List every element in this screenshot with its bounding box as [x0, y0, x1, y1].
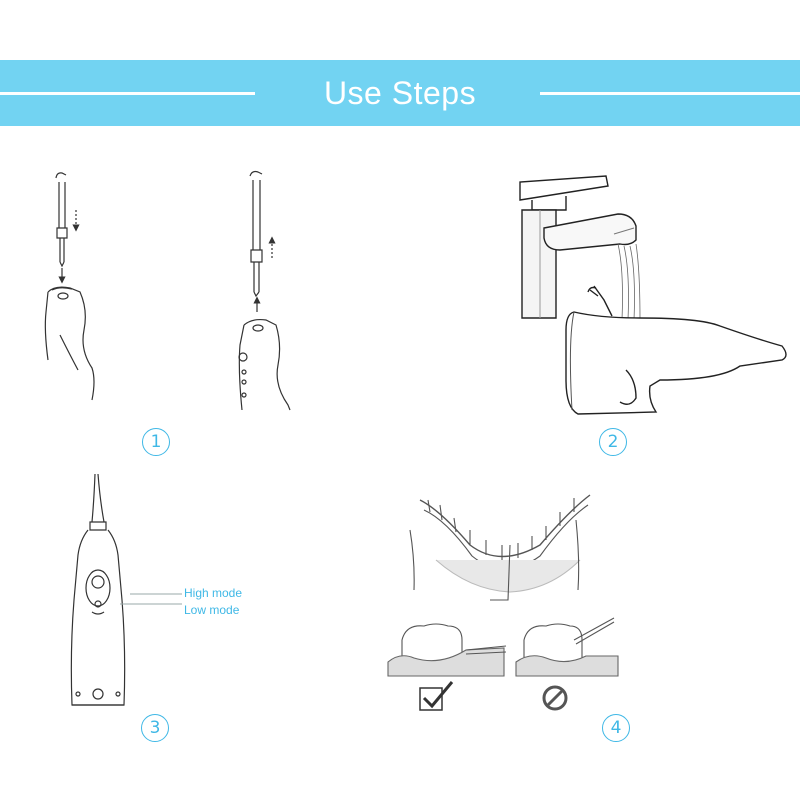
step-number-4: 4: [602, 714, 630, 742]
high-mode-label: High mode: [184, 586, 243, 600]
faucet: [519, 175, 637, 319]
prohibited-icon: [542, 685, 568, 711]
tooth-correct: [387, 623, 507, 677]
step2-illustration: [519, 175, 787, 415]
step3-illustration: [70, 473, 182, 706]
step-number-1: 1: [142, 428, 170, 456]
water-stream: [617, 243, 641, 321]
water-flosser-tank: [565, 285, 787, 415]
teeth-arch: [409, 494, 591, 601]
check-mark-icon: [419, 681, 454, 711]
step4-illustration: [387, 494, 619, 711]
title-banner: Use Steps: [0, 60, 800, 126]
flosser-body: [70, 473, 126, 706]
step-number-2: 2: [599, 428, 627, 456]
low-mode-label: Low mode: [184, 603, 240, 617]
banner-divider-left: [0, 92, 255, 95]
banner-divider-right: [540, 92, 800, 95]
step1-illustration: [44, 170, 291, 411]
banner-title: Use Steps: [323, 75, 477, 111]
nozzle-insert-left: [44, 172, 95, 401]
nozzle-insert-right: [238, 170, 291, 411]
tooth-incorrect: [515, 617, 619, 677]
step-number-3: 3: [141, 714, 169, 742]
